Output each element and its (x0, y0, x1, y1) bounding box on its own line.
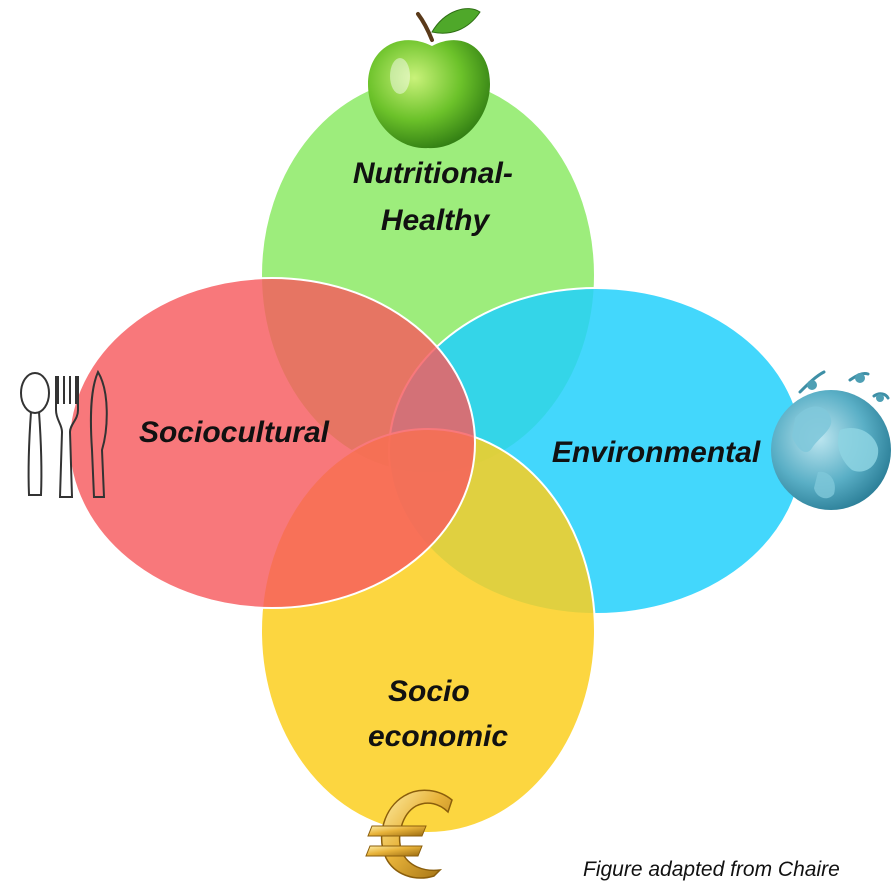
euro-icon (365, 789, 453, 879)
sociocultural-circle (68, 277, 476, 609)
globe-icon (771, 370, 891, 510)
socio-economic-label: Socio economic (368, 675, 508, 753)
nutritional-label-line2: Healthy (381, 204, 491, 237)
cutlery-icon (20, 369, 108, 498)
nutritional-healthy-label: Nutritional- Healthy (353, 157, 521, 237)
environmental-label: Environmental (552, 436, 761, 469)
nutritional-label-line1: Nutritional- (353, 157, 513, 190)
socioeconomic-label-line2: economic (368, 720, 508, 753)
socioeconomic-label-line1: Socio (388, 675, 470, 708)
sociocultural-label: Sociocultural (139, 416, 330, 449)
apple-icon (368, 8, 490, 149)
figure-caption: Figure adapted from Chaire (583, 858, 840, 881)
